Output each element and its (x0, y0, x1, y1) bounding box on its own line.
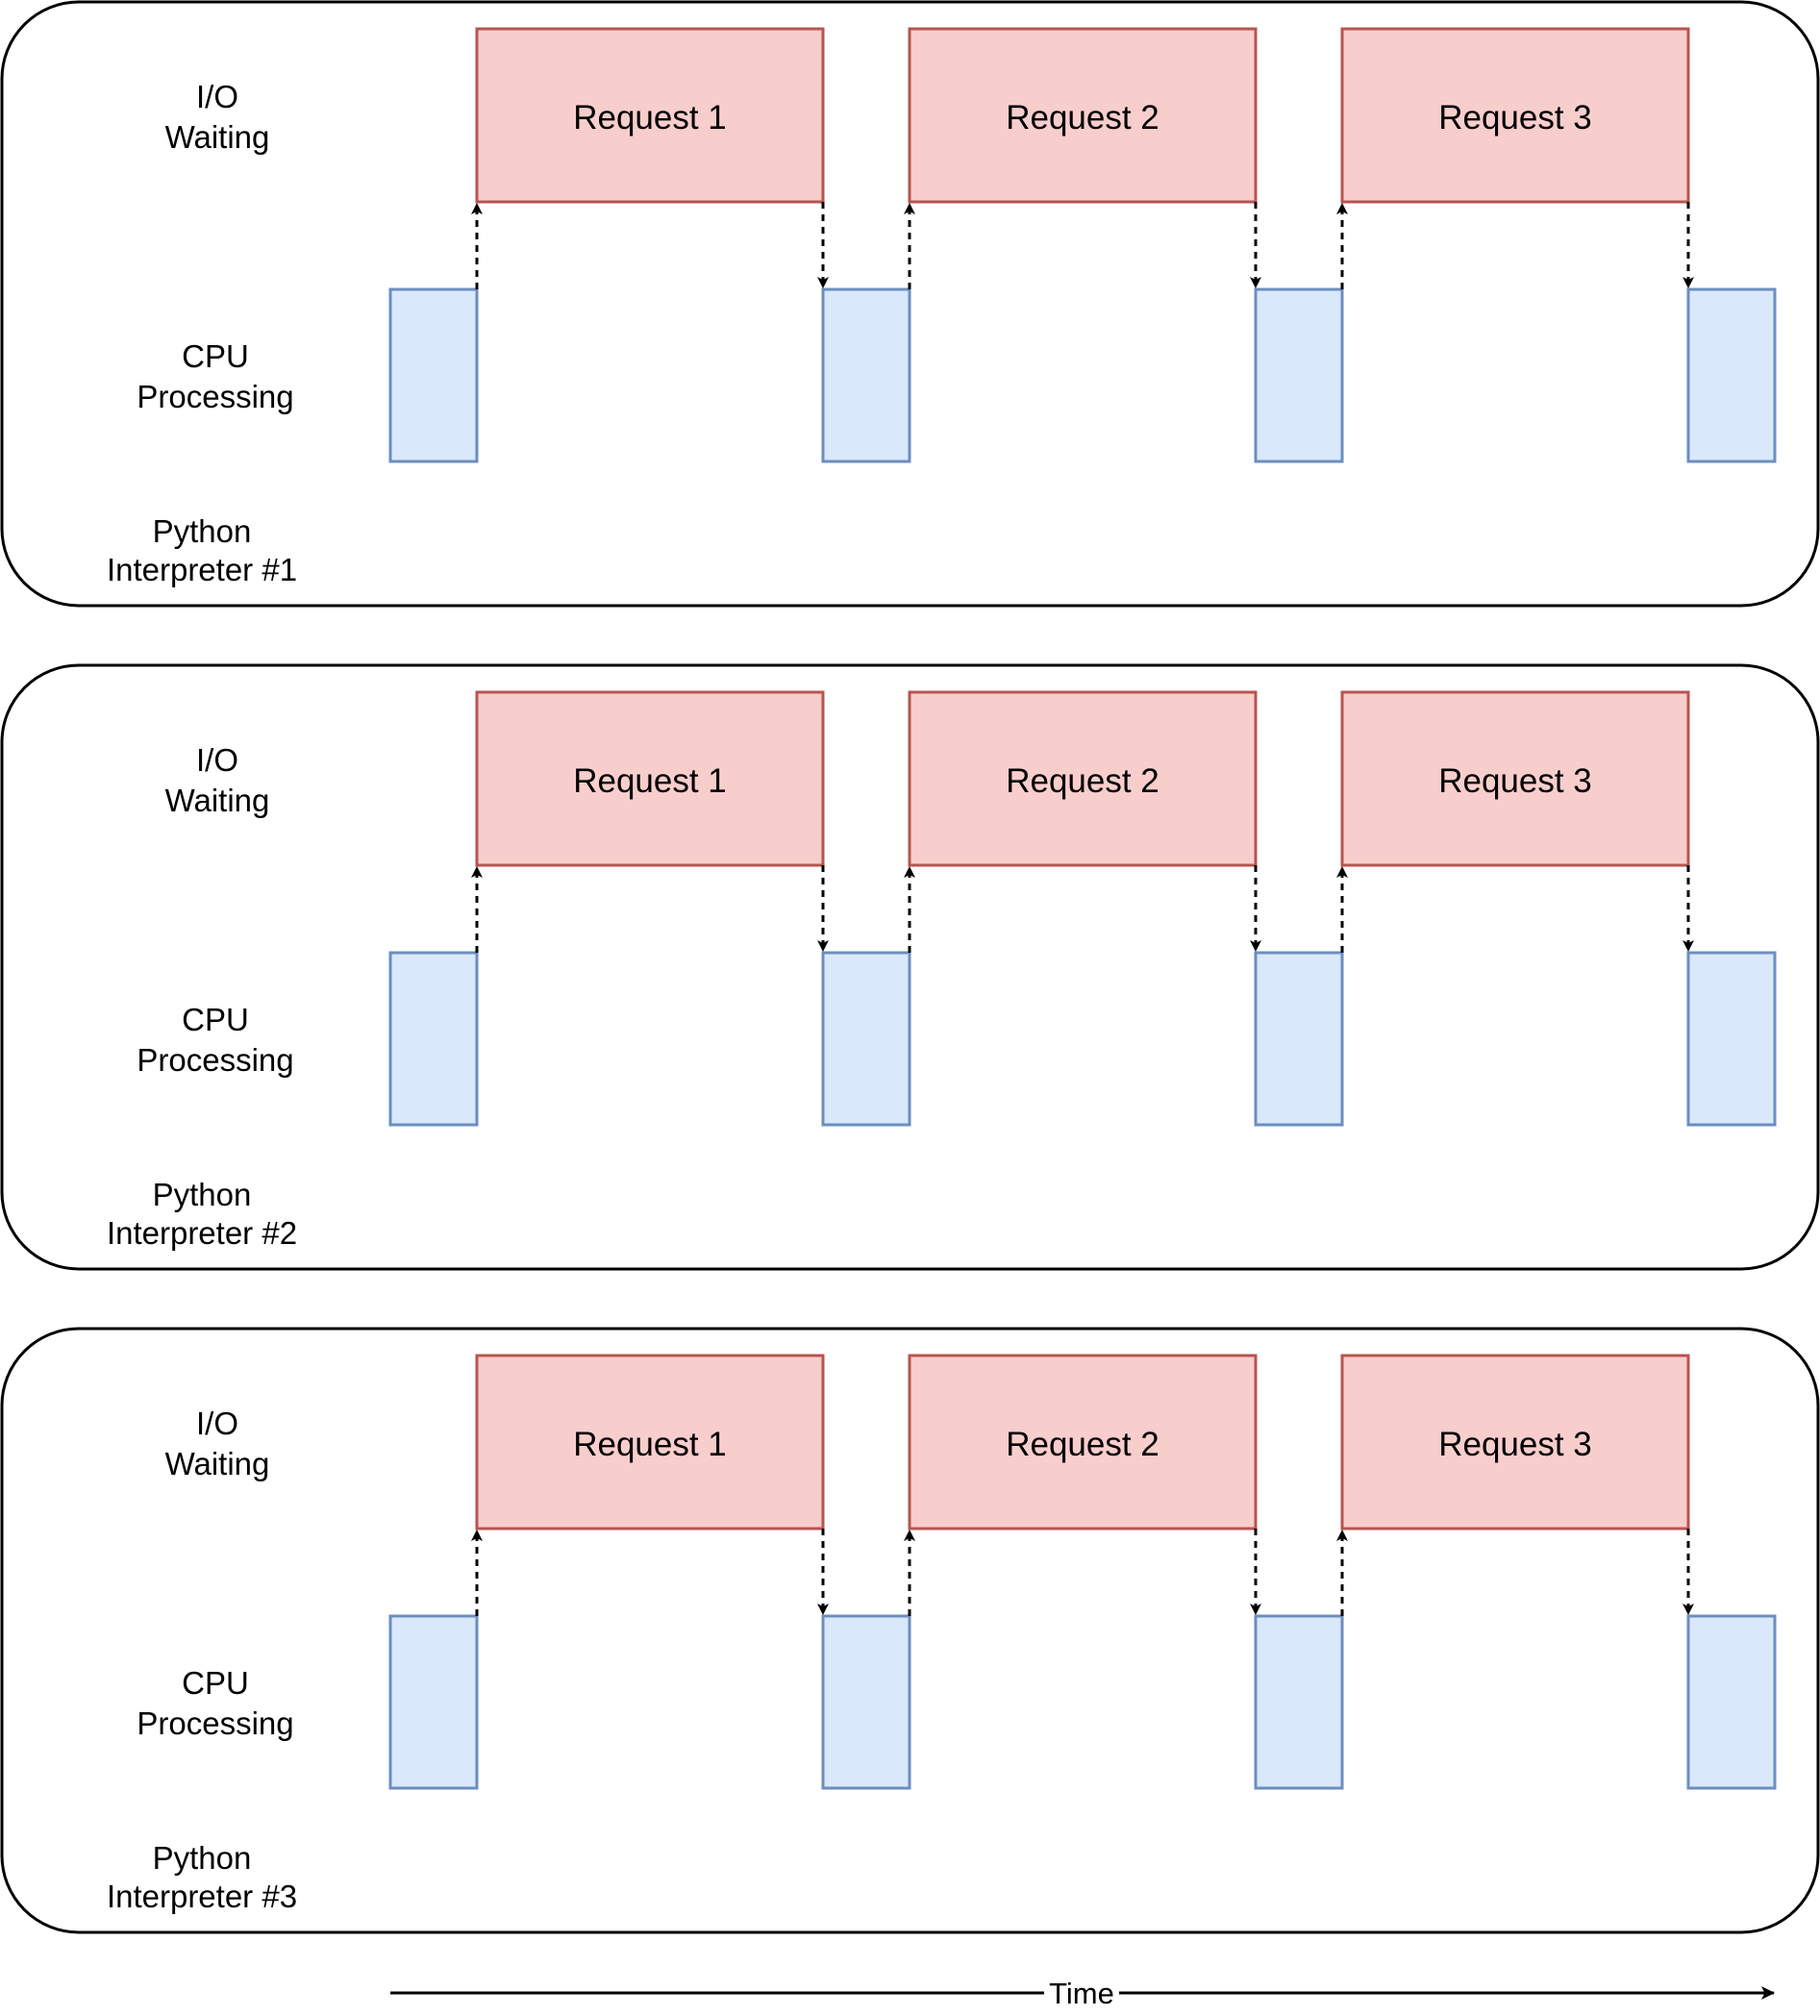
request-block-1: Request 1 (475, 1354, 825, 1531)
cpu-block-1 (388, 951, 479, 1127)
request-label: Request 3 (1438, 99, 1592, 137)
interpreter-label-line-2: Interpreter #2 (107, 1215, 297, 1251)
request-rect (908, 1354, 1258, 1531)
request-label: Request 1 (573, 99, 727, 137)
request-label: Request 2 (1006, 762, 1159, 800)
cpu-block-3 (1254, 951, 1344, 1127)
request-rect (1340, 1354, 1690, 1531)
cpu-block-4 (1686, 1614, 1777, 1790)
cpu-processing-label-line-1: CPU (182, 338, 249, 374)
cpu-block-4 (1686, 951, 1777, 1127)
cpu-block-3 (1254, 1614, 1344, 1790)
interpreter-label-line-1: Python (153, 1840, 252, 1876)
request-block-1: Request 1 (475, 27, 825, 204)
request-block-2: Request 2 (908, 1354, 1258, 1531)
cpu-block-4 (1686, 287, 1777, 463)
request-rect (1340, 27, 1690, 204)
interpreter-label-line-2: Interpreter #1 (107, 552, 297, 587)
request-rect (908, 27, 1258, 204)
cpu-block-1 (388, 287, 479, 463)
request-rect (475, 690, 825, 867)
request-block-1: Request 1 (475, 690, 825, 867)
request-rect (1340, 690, 1690, 867)
cpu-block-3 (1254, 287, 1344, 463)
io-waiting-label: I/O Waiting (165, 1406, 270, 1481)
request-label: Request 1 (573, 1426, 727, 1463)
io-waiting-label: I/O Waiting (165, 79, 270, 155)
request-label: Request 2 (1006, 1426, 1159, 1463)
cpu-processing-label-line-1: CPU (182, 1002, 249, 1037)
request-block-2: Request 2 (908, 690, 1258, 867)
time-label-background (1044, 1977, 1119, 2011)
interpreter-label-line-1: Python (153, 513, 252, 549)
io-waiting-label-line-1: I/O (196, 79, 238, 114)
interpreter-label-line-1: Python (153, 1177, 252, 1212)
cpu-processing-label-line-1: CPU (182, 1665, 249, 1701)
request-block-3: Request 3 (1340, 690, 1690, 867)
cpu-block-2 (821, 287, 911, 463)
time-axis-label: Time (1049, 1977, 1114, 2010)
cpu-processing-label-line-2: Processing (137, 1042, 293, 1078)
io-waiting-label: I/O Waiting (165, 742, 270, 818)
io-waiting-label-line-1: I/O (196, 1406, 238, 1441)
cpu-processing-label: CPU Processing (137, 338, 293, 414)
io-waiting-label-line-2: Waiting (165, 119, 270, 155)
cpu-processing-label-line-2: Processing (137, 1705, 293, 1741)
interpreter-label-line-2: Interpreter #3 (107, 1879, 297, 1914)
io-waiting-label-line-1: I/O (196, 742, 238, 778)
io-waiting-label-line-2: Waiting (165, 1446, 270, 1481)
request-rect (908, 690, 1258, 867)
request-label: Request 2 (1006, 99, 1159, 137)
request-label: Request 3 (1438, 762, 1592, 800)
cpu-block-2 (821, 1614, 911, 1790)
request-block-3: Request 3 (1340, 27, 1690, 204)
request-label: Request 3 (1438, 1426, 1592, 1463)
request-block-2: Request 2 (908, 27, 1258, 204)
request-label: Request 1 (573, 762, 727, 800)
cpu-processing-label: CPU Processing (137, 1002, 293, 1078)
time-axis: Time (390, 1977, 1775, 2011)
cpu-processing-label-line-2: Processing (137, 379, 293, 414)
cpu-processing-label: CPU Processing (137, 1665, 293, 1741)
request-rect (475, 1354, 825, 1531)
cpu-block-1 (388, 1614, 479, 1790)
io-waiting-label-line-2: Waiting (165, 783, 270, 818)
cpu-block-2 (821, 951, 911, 1127)
request-rect (475, 27, 825, 204)
request-block-3: Request 3 (1340, 1354, 1690, 1531)
